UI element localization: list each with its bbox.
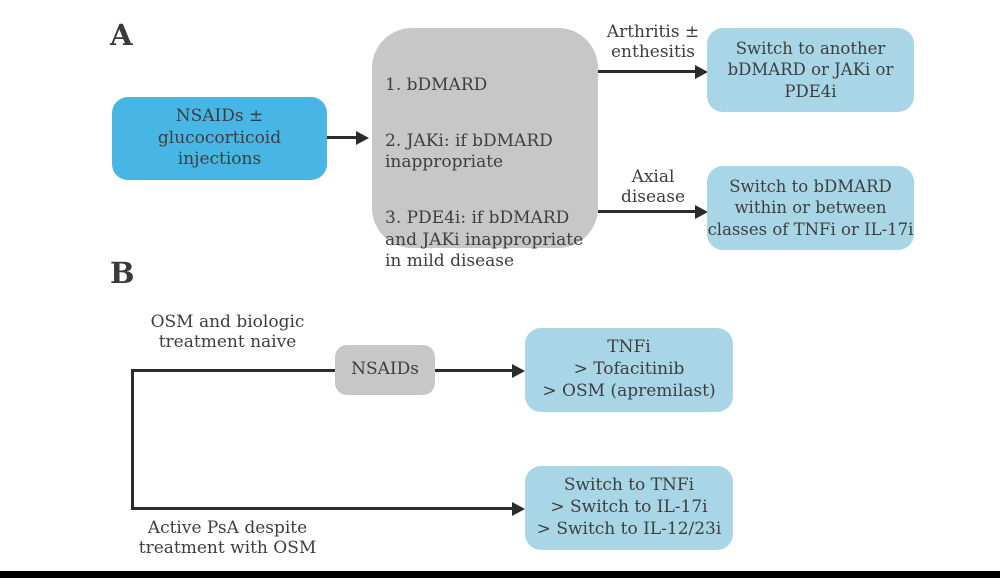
switch-bdmard-jaki-pde4i-box: Switch to another bDMARD or JAKi or PDE4… xyxy=(707,28,914,112)
switch-bdmard-tnfi-il17i-box: Switch to bDMARD within or between class… xyxy=(707,166,914,250)
option-bdmard: 1. bDMARD xyxy=(385,75,488,96)
nsaids-glucocorticoid-box: NSAIDs ± glucocorticoid injections xyxy=(112,97,327,180)
tnfi-tofacitinib-osm-box: TNFi > Tofacitinib > OSM (apremilast) xyxy=(525,328,733,412)
arrow-line xyxy=(598,70,695,73)
treatment-options-box: 1. bDMARD 2. JAKi: if bDMARD inappropria… xyxy=(372,28,598,271)
arrowhead-icon xyxy=(695,65,708,79)
axial-disease-label: Axial disease xyxy=(620,167,686,208)
switch-tnfi-il17i-il1223i-box: Switch to TNFi > Switch to IL-17i > Swit… xyxy=(525,466,733,550)
panel-a-label: A xyxy=(110,18,133,52)
arrow-line xyxy=(598,210,695,213)
arrowhead-icon xyxy=(695,205,708,219)
arrow-line xyxy=(435,369,514,372)
arrow-line xyxy=(131,507,514,510)
osm-biologic-naive-label: OSM and biologic treatment naive xyxy=(150,312,305,353)
connector-line xyxy=(131,369,134,510)
arthritis-enthesitis-label: Arthritis ± enthesitis xyxy=(606,22,700,63)
connector-line xyxy=(131,369,336,372)
bottom-rule xyxy=(0,571,1000,578)
arrowhead-icon xyxy=(512,502,525,516)
arrowhead-icon xyxy=(512,364,525,378)
panel-b-label: B xyxy=(110,256,135,290)
active-psa-label: Active PsA despite treatment with OSM xyxy=(138,518,317,559)
arrowhead-icon xyxy=(356,131,369,145)
nsaids-box: NSAIDs xyxy=(335,345,435,395)
arrow-line xyxy=(327,136,357,139)
option-pde4i: 3. PDE4i: if bDMARD and JAKi inappropria… xyxy=(385,208,584,271)
option-jaki: 2. JAKi: if bDMARD inappropriate xyxy=(385,131,553,173)
